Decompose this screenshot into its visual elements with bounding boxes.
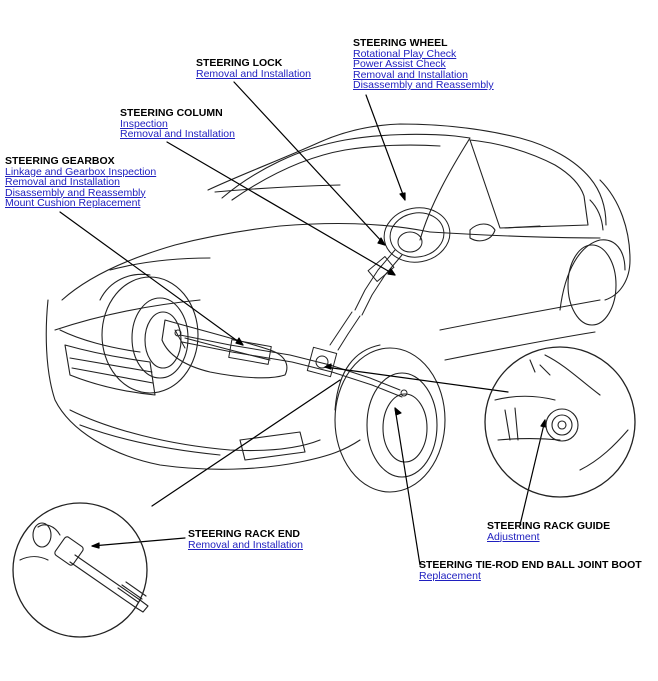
steering-wheel-removal-link[interactable]: Removal and Installation bbox=[353, 68, 468, 81]
steering-lock-removal-link[interactable]: Removal and Installation bbox=[196, 67, 311, 80]
callout-steering-rack-guide: STEERING RACK GUIDE Adjustment bbox=[487, 521, 610, 542]
callout-steering-wheel: STEERING WHEEL Rotational Play Check Pow… bbox=[353, 38, 494, 91]
steering-rack-guide-adjustment-link[interactable]: Adjustment bbox=[487, 530, 540, 543]
car-illustration bbox=[45, 123, 631, 493]
steering-gearbox-disassembly-link[interactable]: Disassembly and Reassembly bbox=[5, 186, 146, 199]
steering-gearbox-title: STEERING GEARBOX bbox=[5, 155, 115, 167]
callout-steering-column: STEERING COLUMN Inspection Removal and I… bbox=[120, 108, 235, 140]
rack-end-detail bbox=[12, 502, 149, 638]
steering-rack-guide-title: STEERING RACK GUIDE bbox=[487, 520, 611, 532]
rack-guide-detail bbox=[484, 346, 636, 498]
steering-assembly bbox=[174, 207, 451, 398]
tie-rod-boot-title: STEERING TIE-ROD END BALL JOINT BOOT bbox=[419, 559, 642, 571]
callout-steering-rack-end: STEERING RACK END Removal and Installati… bbox=[188, 529, 303, 550]
steering-gearbox-inspection-link[interactable]: Linkage and Gearbox Inspection bbox=[5, 165, 157, 178]
leader-lines bbox=[59, 81, 547, 566]
steering-wheel-power-assist-link[interactable]: Power Assist Check bbox=[353, 58, 446, 70]
steering-wheel-disassembly-link[interactable]: Disassembly and Reassembly bbox=[353, 79, 494, 91]
tie-rod-boot-replacement-link[interactable]: Replacement bbox=[419, 569, 481, 582]
steering-lock-title: STEERING LOCK bbox=[196, 57, 283, 69]
steering-gearbox-mount-link[interactable]: Mount Cushion Replacement bbox=[5, 197, 141, 209]
steering-rack-end-removal-link[interactable]: Removal and Installation bbox=[188, 538, 303, 551]
steering-gearbox-removal-link[interactable]: Removal and Installation bbox=[5, 176, 120, 188]
steering-wheel-play-check-link[interactable]: Rotational Play Check bbox=[353, 47, 457, 60]
steering-column-title: STEERING COLUMN bbox=[120, 107, 223, 119]
steering-rack-end-title: STEERING RACK END bbox=[188, 528, 301, 540]
steering-wheel-title: STEERING WHEEL bbox=[353, 37, 448, 49]
steering-column-inspection-link[interactable]: Inspection bbox=[120, 117, 168, 130]
callout-steering-gearbox: STEERING GEARBOX Linkage and Gearbox Ins… bbox=[5, 156, 156, 209]
callout-steering-lock: STEERING LOCK Removal and Installation bbox=[196, 58, 311, 79]
steering-column-removal-link[interactable]: Removal and Installation bbox=[120, 128, 235, 140]
callout-tie-rod-boot: STEERING TIE-ROD END BALL JOINT BOOT Rep… bbox=[419, 560, 642, 581]
